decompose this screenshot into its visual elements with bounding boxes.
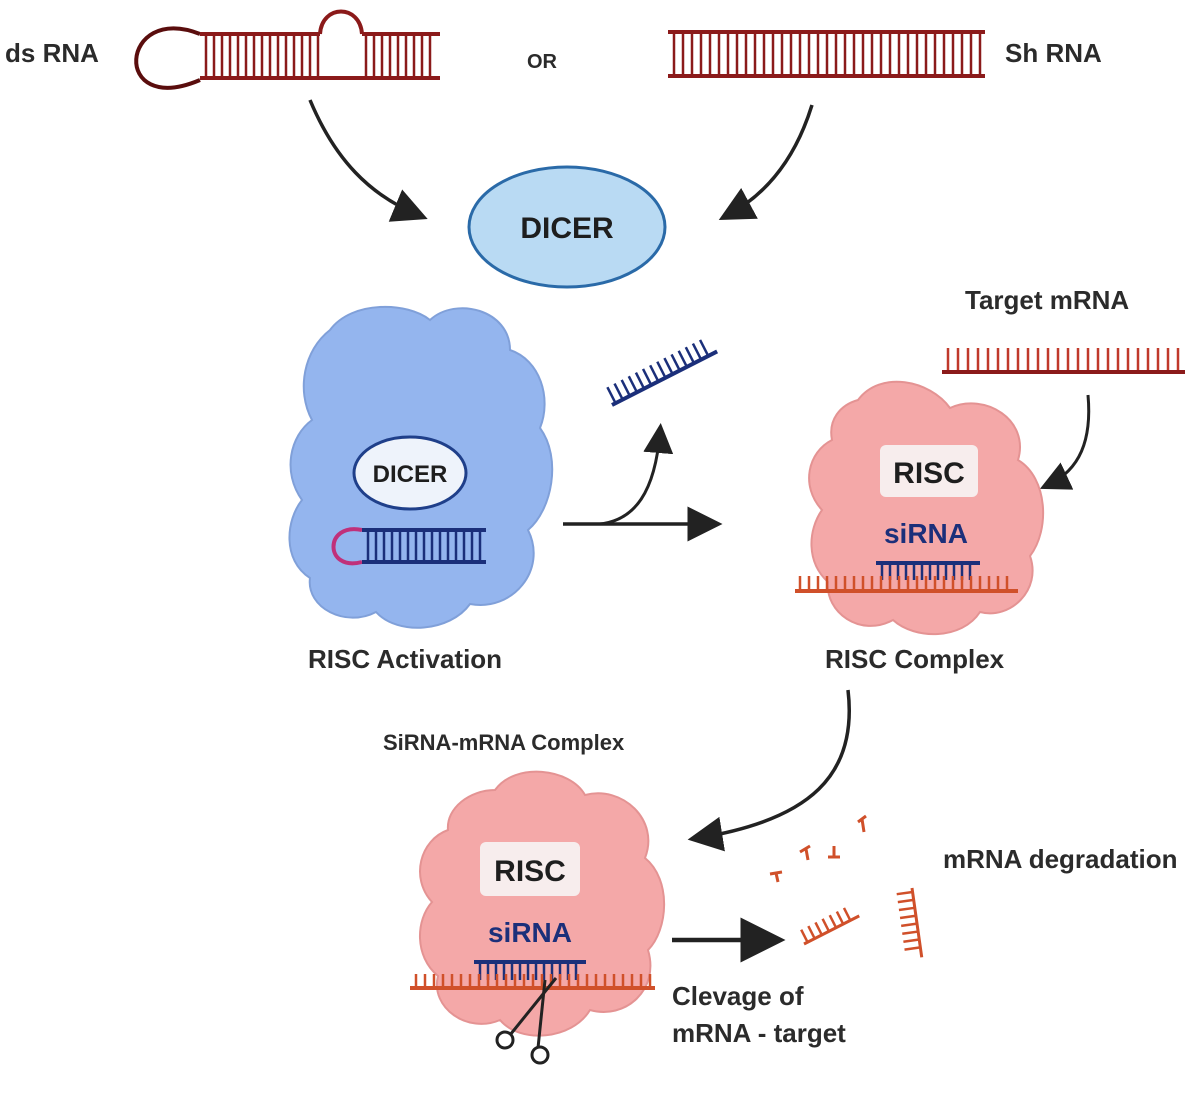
base (902, 930, 919, 936)
arrow-icon (687, 689, 851, 852)
base (904, 946, 921, 951)
base (663, 357, 674, 375)
sh-rna-label: Sh RNA (1005, 38, 1102, 68)
base (684, 346, 696, 364)
sh-rna-duplex (668, 30, 985, 78)
risc-complex: RISC siRNA (795, 380, 1045, 636)
target-mrna-strand (942, 348, 1185, 374)
base (641, 368, 653, 386)
base (800, 929, 809, 943)
base (903, 938, 920, 943)
target-mrna-label: Target mRNA (965, 285, 1129, 315)
risc-activation-complex: DICER (288, 305, 554, 629)
base (828, 914, 838, 929)
base (656, 361, 667, 379)
base (620, 379, 631, 397)
dicer-inner-enzyme (352, 435, 468, 511)
risc-cleavage-complex: RISC siRNA (410, 770, 666, 1037)
base (698, 339, 710, 357)
ds-rna-hairpin (134, 9, 440, 90)
arrow-icon (308, 99, 428, 222)
released-passenger-strand (606, 339, 719, 407)
scissors-icon (495, 977, 558, 1065)
ds-rna-label: ds RNA (5, 38, 99, 68)
base (842, 907, 852, 921)
base (649, 364, 660, 382)
base (807, 925, 816, 940)
base (835, 910, 845, 925)
arrow-icon (599, 423, 674, 526)
risc-activation-label: RISC Activation (308, 644, 502, 674)
arrow-icon (718, 104, 814, 220)
base (900, 922, 918, 928)
sirna-bottom-label: siRNA (488, 917, 572, 948)
sirna-top-label: siRNA (884, 518, 968, 549)
mrna-fragments (769, 814, 924, 958)
risc-bottom-label: RISC (494, 855, 566, 888)
sirna-mrna-complex-label: SiRNA-mRNA Complex (383, 730, 625, 755)
mrna-degradation-label: mRNA degradation (943, 844, 1178, 874)
dicer-enzyme (467, 165, 667, 289)
dicer-inner-label: DICER (373, 461, 448, 488)
cleavage-label-line2: mRNA - target (672, 1018, 846, 1048)
base (606, 386, 617, 404)
base (898, 906, 915, 912)
arrow-icon (1039, 394, 1091, 490)
base (814, 921, 823, 936)
base (821, 918, 831, 932)
base (627, 375, 639, 393)
hairpin-loop (331, 527, 363, 566)
base (670, 353, 681, 372)
base (691, 342, 703, 361)
risc-top-label: RISC (893, 457, 965, 490)
base (897, 898, 914, 904)
base (677, 350, 688, 368)
base (896, 890, 913, 896)
dicer-label: DICER (520, 212, 614, 245)
risc-complex-label: RISC Complex (825, 644, 1005, 674)
base (899, 914, 917, 920)
base (613, 382, 624, 401)
cleavage-label-line1: Clevage of (672, 981, 804, 1011)
or-label: OR (527, 51, 558, 73)
base (634, 372, 646, 390)
